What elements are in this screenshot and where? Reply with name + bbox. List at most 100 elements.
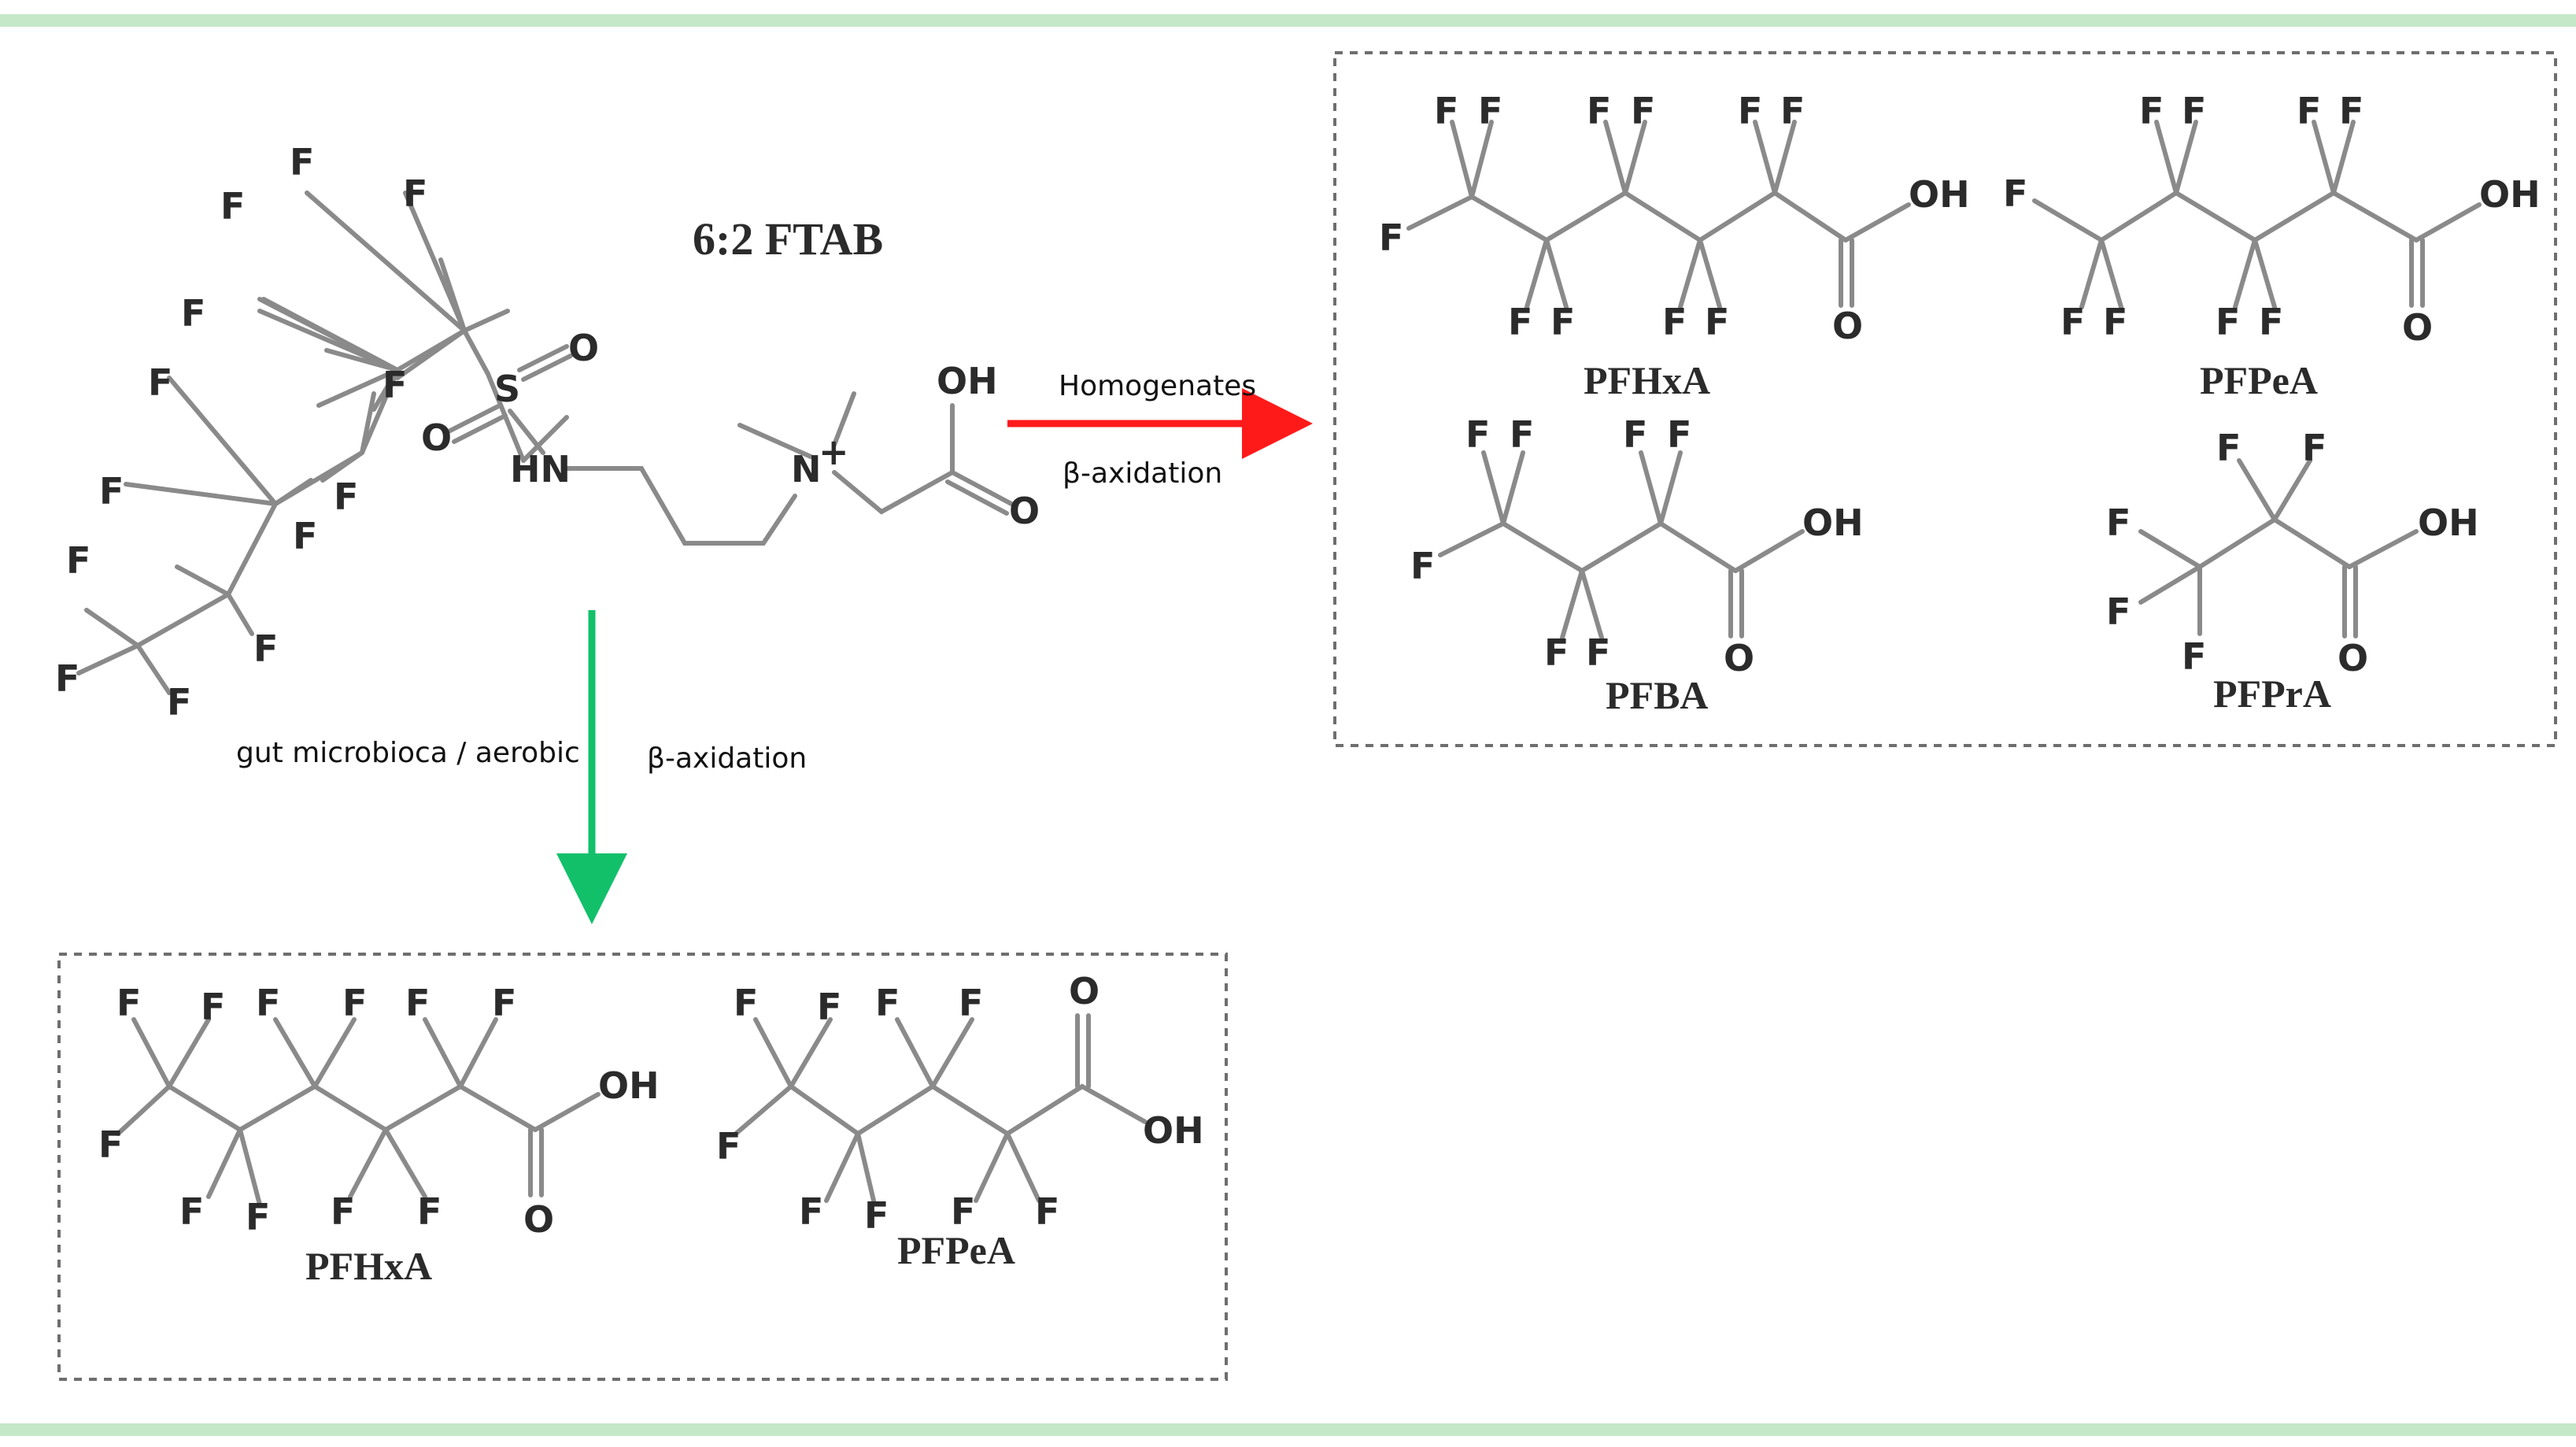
atom-f: F	[405, 982, 430, 1024]
product-pfpra-homogenates	[2138, 458, 2419, 638]
atom-f: F	[290, 141, 314, 183]
parent-atom-labels: F F F F F F F F F F F F F S O O HN N + O…	[55, 141, 1040, 724]
atom-f: F	[2259, 301, 2283, 343]
atom-f: F	[293, 515, 317, 557]
atom-f: F	[220, 185, 245, 228]
atom-f: F	[2302, 427, 2327, 469]
atom-o: O	[1832, 305, 1863, 347]
atom-f: F	[167, 681, 191, 724]
atom-f: F	[716, 1125, 741, 1168]
atom-s: S	[494, 368, 520, 410]
atom-f: F	[1379, 216, 1403, 259]
atom-f: F	[2216, 301, 2240, 343]
product-pfpea-homogenates	[2032, 120, 2482, 309]
atom-f: F	[959, 982, 983, 1024]
atom-f: F	[2106, 590, 2131, 633]
charge-plus: +	[819, 431, 849, 473]
atom-f: F	[1667, 413, 1691, 456]
atom-f: F	[417, 1190, 442, 1233]
homogenates-products-box	[1333, 51, 2557, 747]
atom-f: F	[1587, 90, 1611, 132]
atom-n: N	[791, 448, 822, 490]
atom-oh: OH	[1802, 501, 1864, 544]
atom-f: F	[1465, 413, 1490, 456]
atom-f: F	[1544, 631, 1569, 674]
atom-f: F	[256, 982, 280, 1024]
atom-f: F	[1508, 301, 1532, 343]
atom-f: F	[817, 986, 841, 1028]
atom-f: F	[2106, 501, 2131, 544]
product-pfba-homogenates	[1438, 450, 1805, 640]
pfhxa-gut-atoms: F F F F F F F F F F F OH O	[98, 982, 660, 1241]
atom-f: F	[179, 1190, 204, 1233]
atom-o: O	[1009, 490, 1040, 532]
atom-f: F	[2182, 635, 2206, 678]
homogenates-label: Homogenates	[1059, 370, 1256, 402]
atom-f: F	[1780, 90, 1805, 132]
atom-f: F	[1631, 90, 1655, 132]
beta-oxidation-label-green: β-axidation	[647, 742, 807, 775]
atom-f: F	[1478, 90, 1502, 132]
atom-oh: OH	[937, 360, 998, 402]
atom-o: O	[568, 327, 599, 369]
atom-f: F	[2339, 90, 2363, 132]
atom-f: F	[246, 1196, 270, 1238]
atom-f: F	[181, 292, 205, 335]
atom-f: F	[403, 172, 427, 215]
product-pfpea-gut	[734, 1013, 1148, 1203]
pfpra-homogenates-atoms: F F F F F OH O	[2106, 427, 2479, 679]
atom-f: F	[1705, 301, 1729, 343]
pfpea-homogenates-atoms: F F F F F F F F F OH O	[2003, 90, 2541, 349]
atom-f: F	[66, 539, 91, 582]
atom-f: F	[492, 982, 516, 1024]
product-pfhxa-homogenates	[1406, 120, 1911, 309]
atom-hn: HN	[510, 448, 571, 490]
atom-f: F	[1035, 1190, 1059, 1233]
atom-f: F	[1623, 413, 1647, 456]
atom-o: O	[421, 416, 452, 459]
atom-f: F	[2297, 90, 2321, 132]
atom-f: F	[2139, 90, 2164, 132]
atom-f: F	[1738, 90, 1762, 132]
atom-o: O	[1069, 970, 1100, 1012]
atom-f: F	[951, 1190, 975, 1233]
product-pfhxa-gut	[116, 1017, 601, 1207]
atom-oh: OH	[598, 1064, 660, 1107]
product-name: PFHxA	[1584, 358, 1710, 402]
atom-oh: OH	[2418, 501, 2479, 544]
atom-f: F	[864, 1194, 889, 1237]
atom-f: F	[99, 470, 124, 513]
atom-f: F	[2060, 301, 2085, 343]
atom-f: F	[1510, 413, 1534, 456]
atom-f: F	[201, 986, 225, 1028]
atom-f: F	[383, 364, 407, 406]
atom-f: F	[55, 657, 79, 700]
atom-f: F	[2003, 172, 2027, 215]
parent-name-label: 6:2 FTAB	[693, 213, 883, 265]
gut-microbiota-label: gut microbioca / aerobic	[236, 737, 580, 769]
product-name: PFPeA	[2200, 358, 2318, 402]
parent-structure-6-2-ftab	[76, 191, 1014, 695]
atom-f: F	[148, 361, 172, 404]
atom-f: F	[253, 627, 278, 670]
product-name: PFPrA	[2213, 672, 2331, 716]
pfba-homogenates-atoms: F F F F F F F OH O	[1410, 413, 1864, 679]
pfpea-gut-atoms: F F F F F F F F F O OH	[716, 970, 1204, 1237]
atom-f: F	[1434, 90, 1458, 132]
beta-oxidation-label-red: β-axidation	[1063, 457, 1222, 490]
product-name: PFPeA	[897, 1228, 1015, 1272]
atom-o: O	[523, 1198, 554, 1241]
atom-f: F	[875, 982, 900, 1024]
top-band	[0, 14, 2576, 27]
product-name: PFBA	[1606, 673, 1709, 717]
atom-f: F	[334, 476, 358, 518]
atom-f: F	[331, 1190, 355, 1233]
atom-oh: OH	[1909, 173, 1970, 216]
atom-f: F	[116, 982, 141, 1024]
pfhxa-homogenates-atoms: F F F F F F F F F F F OH O	[1379, 90, 1970, 347]
atom-o: O	[2402, 306, 2433, 349]
atom-f: F	[1662, 301, 1687, 343]
atom-f: F	[734, 982, 758, 1024]
atom-f: F	[1550, 301, 1575, 343]
